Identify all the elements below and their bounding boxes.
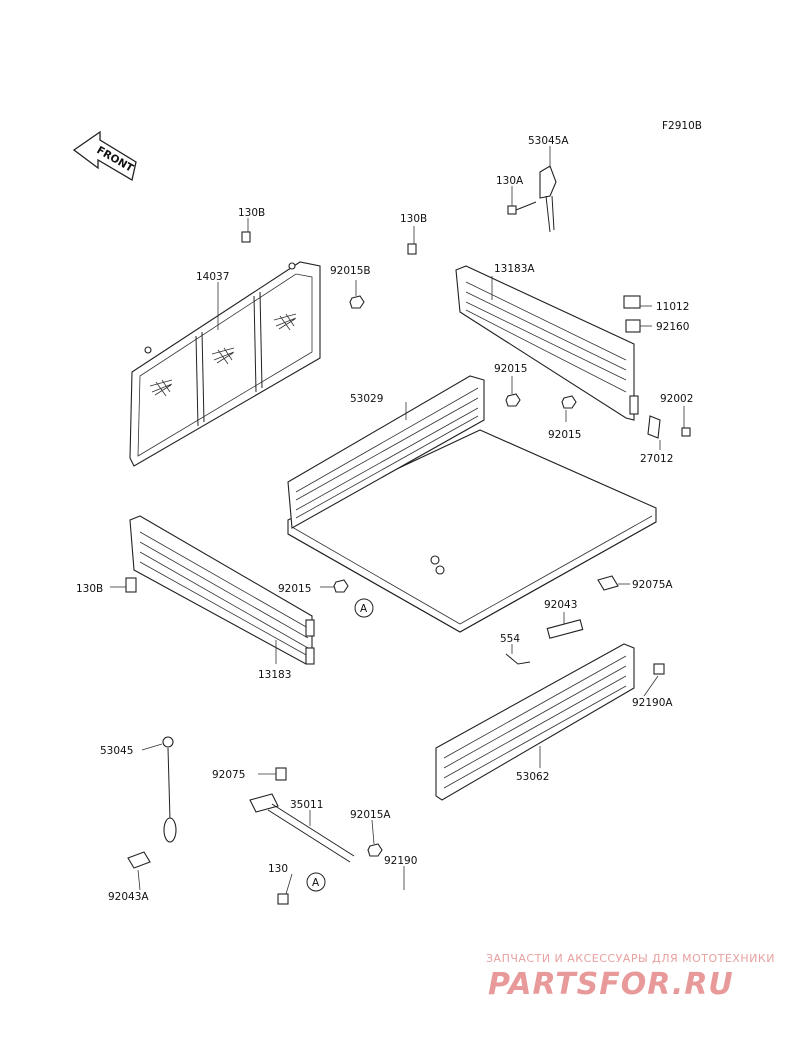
label-92002: 92002 — [660, 393, 693, 405]
svg-text:A: A — [360, 603, 368, 615]
label-130B-tl: 130B — [238, 207, 265, 219]
label-13183A: 13183A — [494, 263, 535, 275]
label-130: 130 — [268, 863, 288, 875]
nut-92015B-part — [349, 295, 365, 309]
label-53062: 53062 — [516, 771, 549, 783]
label-130A: 130A — [496, 175, 524, 187]
clip-554-part — [505, 653, 531, 665]
label-92075: 92075 — [212, 769, 245, 781]
label-35011: 35011 — [290, 799, 323, 811]
bolt-130B-tr-part — [407, 243, 417, 255]
cap-92075A-part — [597, 575, 619, 591]
label-554: 554 — [500, 633, 520, 645]
label-92043A: 92043A — [108, 891, 149, 903]
cap-92160-part — [625, 319, 641, 333]
label-92160: 92160 — [656, 321, 689, 333]
cap-11012-part — [623, 295, 641, 309]
label-13183: 13183 — [258, 669, 291, 681]
cap-92190A-part — [653, 663, 665, 675]
part-labels: 53045A 130A 130B 130B 92015B 14037 13183… — [76, 135, 693, 903]
left-side-panel-part — [129, 515, 315, 665]
leader-lines — [110, 146, 685, 895]
nut-92015A-part — [367, 843, 383, 857]
label-130B-tr: 130B — [400, 213, 427, 225]
nut-92015-b-part — [561, 395, 577, 409]
watermark-tagline: ЗАПЧАСТИ И АКСЕССУАРЫ ДЛЯ МОТОТЕХНИКИ — [486, 952, 775, 965]
tailgate-part — [435, 643, 635, 801]
label-14037: 14037 — [196, 271, 229, 283]
callout-a-lower: A — [306, 872, 326, 892]
bolt-92002-part — [681, 427, 691, 437]
label-92015-a: 92015 — [494, 363, 527, 375]
svg-text:A: A — [312, 877, 320, 889]
cable-53045-part — [162, 736, 177, 843]
right-side-panel-part — [455, 265, 639, 421]
label-53029: 53029 — [350, 393, 383, 405]
diagram-code: F2910B — [662, 120, 702, 132]
label-53045A: 53045A — [528, 135, 569, 147]
label-27012: 27012 — [640, 453, 673, 465]
bolt-130B-l-part — [125, 577, 137, 593]
nut-92015-c-part — [333, 579, 349, 593]
label-92015-c: 92015 — [278, 583, 311, 595]
bracket-92043A-part — [127, 851, 151, 869]
label-92075A: 92075A — [632, 579, 673, 591]
rod-92190-part — [366, 873, 432, 913]
latch-53045A-part — [539, 165, 557, 233]
rod-35011-part — [249, 793, 355, 863]
label-92190A: 92190A — [632, 697, 673, 709]
watermark: ЗАПЧАСТИ И АКСЕССУАРЫ ДЛЯ МОТОТЕХНИКИ PA… — [486, 952, 775, 1002]
label-92015A: 92015A — [350, 809, 391, 821]
label-92015-b: 92015 — [548, 429, 581, 441]
callout-a-upper: A — [354, 598, 374, 618]
watermark-brand: PARTSFOR.RU — [488, 967, 734, 1002]
label-130B-l: 130B — [76, 583, 103, 595]
bracket-27012-part — [647, 415, 661, 439]
label-92015B: 92015B — [330, 265, 371, 277]
label-92190: 92190 — [384, 855, 417, 867]
cargo-bed-part — [287, 375, 657, 633]
bolt-130B-tl-part — [241, 231, 251, 243]
label-53045: 53045 — [100, 745, 133, 757]
bolt-130-part — [277, 893, 289, 905]
nut-92015-a-part — [505, 393, 521, 407]
label-11012: 11012 — [656, 301, 689, 313]
pin-92043-part — [546, 619, 584, 639]
label-92043: 92043 — [544, 599, 577, 611]
front-arrow-icon: FRONT — [72, 130, 137, 182]
back-rack-part — [129, 261, 321, 467]
collar-92075-part — [275, 767, 287, 781]
